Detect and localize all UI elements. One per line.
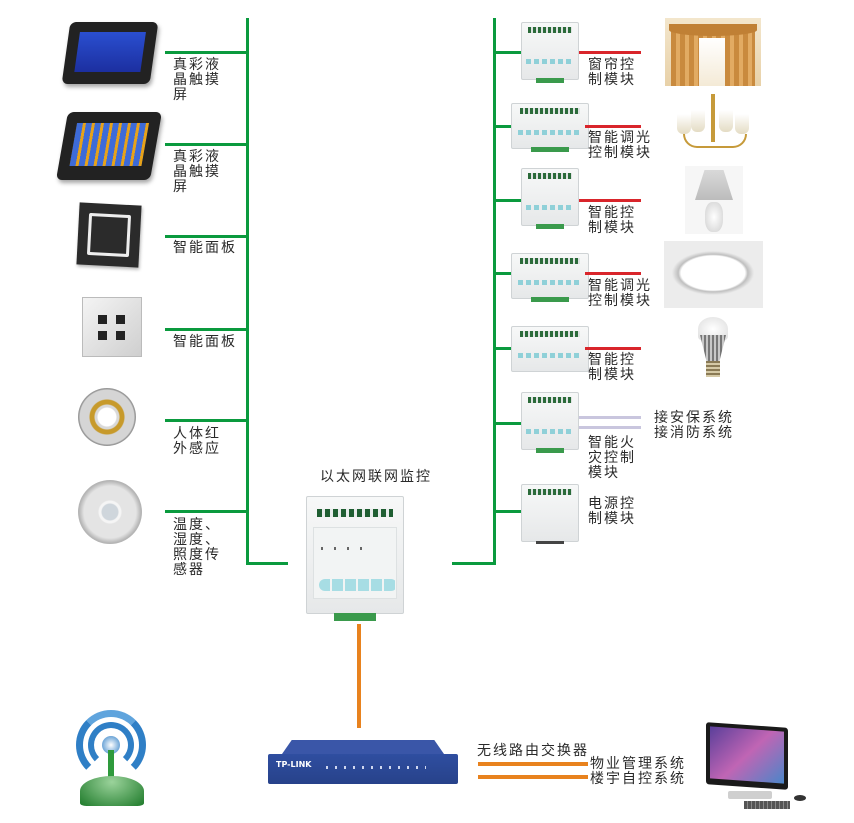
router-label: 无线路由交换器 (477, 743, 589, 759)
system-label-1: 物业管理系统 (590, 756, 686, 772)
smart-control-module-2 (511, 326, 589, 372)
right-branch-5 (493, 347, 511, 350)
table-lamp-icon (685, 166, 743, 234)
system-label-2: 楼宇自控系统 (590, 771, 686, 787)
right-branch-7 (493, 510, 521, 513)
smart-panel-black-icon (76, 202, 142, 268)
smart-panel-white-icon (82, 297, 142, 357)
load-link-2 (585, 125, 641, 128)
right-branch-3 (493, 199, 521, 202)
load-link-5 (585, 347, 641, 350)
security-system-label: 接安保系统 (654, 410, 734, 426)
right-branch-4 (493, 272, 511, 275)
network-link-2 (478, 775, 588, 779)
touchscreen-black-icon (56, 112, 162, 180)
wireless-antenna-icon (76, 706, 150, 806)
router-device: TP-LINK (268, 740, 458, 788)
router-brand: TP-LINK (276, 760, 312, 769)
load-link-1 (579, 51, 641, 54)
left-label-2: 真彩液晶触摸屏 (173, 149, 221, 195)
left-label-5: 人体红外感应 (173, 426, 221, 457)
left-branch-6 (165, 510, 247, 513)
left-branch-4 (165, 328, 247, 331)
load-link-4 (585, 272, 641, 275)
left-branch-1 (165, 51, 247, 54)
smart-control-module-1 (521, 168, 579, 229)
curtain-module (521, 22, 579, 83)
right-label-4: 智能调光控制模块 (588, 278, 652, 309)
fire-system-label: 接消防系统 (654, 425, 734, 441)
right-bus-line (493, 18, 496, 565)
left-bus-line (246, 18, 249, 565)
left-label-6: 温度、湿度、照度传感器 (173, 517, 221, 578)
fire-link (579, 426, 641, 429)
load-link-3 (579, 199, 641, 202)
curtain-icon (665, 18, 761, 86)
security-link (579, 416, 641, 419)
right-label-1: 窗帘控制模块 (588, 57, 636, 88)
center-label: 以太网联网监控 (320, 469, 432, 485)
left-label-3: 智能面板 (173, 240, 237, 256)
right-label-3: 智能控制模块 (588, 205, 636, 236)
right-label-5: 智能控制模块 (588, 352, 636, 383)
touchscreen-blue-icon (61, 22, 159, 84)
infrared-sensor-icon (78, 388, 136, 446)
module-led-row (321, 547, 371, 550)
right-branch-2 (493, 125, 511, 128)
dimmer-module-2 (511, 253, 589, 302)
right-label-7: 电源控制模块 (588, 496, 636, 527)
chandelier-icon (675, 94, 751, 160)
dimmer-module-1 (511, 103, 589, 152)
center-to-right-bus (452, 562, 496, 565)
left-branch-2 (165, 143, 247, 146)
desktop-computer-icon (706, 722, 816, 817)
module-button-row (319, 579, 397, 591)
left-label-1: 真彩液晶触摸屏 (173, 57, 221, 103)
right-branch-6 (493, 422, 521, 425)
left-bus-to-center (246, 562, 288, 565)
right-label-2: 智能调光控制模块 (588, 130, 652, 161)
network-link-1 (478, 762, 588, 766)
environment-sensor-icon (78, 480, 142, 544)
power-control-module (521, 484, 579, 544)
ethernet-monitor-module (306, 496, 404, 621)
network-uplink-line (357, 624, 361, 728)
right-branch-1 (493, 51, 521, 54)
ceiling-light-icon (664, 241, 763, 308)
left-label-4: 智能面板 (173, 334, 237, 350)
led-bulb-icon (696, 317, 730, 379)
right-label-6: 智能火灾控制模块 (588, 435, 636, 481)
fire-control-module (521, 392, 579, 453)
left-branch-5 (165, 419, 247, 422)
left-branch-3 (165, 235, 247, 238)
